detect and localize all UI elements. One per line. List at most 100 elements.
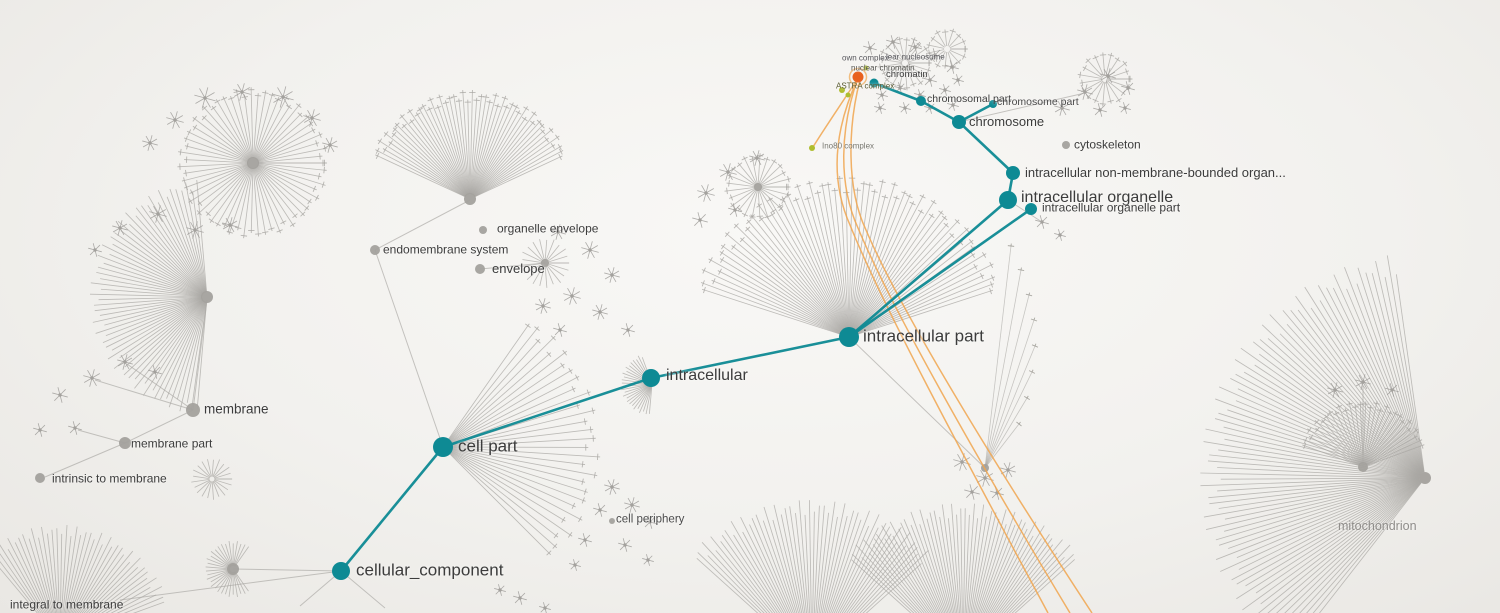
label-intracellular-organelle-part[interactable]: intracellular organelle part: [1042, 200, 1181, 215]
label-own-complex[interactable]: own complex: [842, 53, 889, 63]
star-center-dot: [118, 226, 122, 230]
leaf-tick: [550, 128, 554, 131]
label-cell-part[interactable]: cell part: [458, 436, 518, 456]
graph-node-gray[interactable]: [479, 226, 487, 234]
graph-node-gray[interactable]: [247, 157, 259, 169]
fan-spoke: [1215, 479, 1420, 560]
graph-node-gray[interactable]: [609, 518, 615, 524]
graph-node-gray[interactable]: [754, 183, 762, 191]
leaf-tick: [548, 352, 552, 355]
fan-spoke: [854, 235, 953, 332]
leaf-tick: [923, 75, 927, 78]
leaf-tick: [563, 519, 566, 522]
graph-node-gray[interactable]: [475, 264, 485, 274]
fan-spoke: [1318, 482, 1422, 613]
label-intracellular-organelle[interactable]: intracellular organelle: [1021, 189, 1174, 207]
leaf-tick: [1034, 343, 1037, 347]
complex-node-green[interactable]: [839, 87, 845, 93]
fan-spoke: [471, 107, 507, 195]
graph-node-gray[interactable]: [119, 437, 131, 449]
label-cellular-component[interactable]: cellular_component: [356, 560, 504, 580]
graph-node-teal[interactable]: [1025, 203, 1037, 215]
highlight-edge-teal: [920, 99, 960, 124]
label-intracellular-part[interactable]: intracellular part: [863, 326, 984, 346]
label-intracellular-non-membrane-bounded-organelle[interactable]: intracellular non-membrane-bounded organ…: [1025, 164, 1286, 180]
complex-node-green[interactable]: [809, 145, 815, 151]
leaf-tick: [309, 201, 312, 204]
fan-spoke: [947, 31, 954, 47]
leaf-tick: [1406, 426, 1411, 433]
fan-spoke: [1214, 418, 1420, 477]
label-cytoskeleton[interactable]: cytoskeleton: [1074, 137, 1141, 152]
leaf-tick: [438, 94, 441, 98]
label-envelope[interactable]: envelope: [492, 260, 545, 276]
graph-node-teal[interactable]: [989, 100, 997, 108]
complex-node-green[interactable]: [845, 92, 851, 98]
fan-spoke: [929, 49, 945, 54]
graph-node-gray[interactable]: [1358, 462, 1368, 472]
graph-node-teal[interactable]: [332, 562, 350, 580]
graph-node-teal[interactable]: [869, 78, 879, 88]
fan-spoke: [411, 121, 468, 196]
graph-node-gray[interactable]: [464, 193, 476, 205]
label-chromosome[interactable]: chromosome: [969, 113, 1045, 129]
star-center-dot: [310, 116, 314, 120]
fan-spoke: [532, 265, 544, 285]
leaf-tick: [773, 159, 776, 162]
label-mitochondrion[interactable]: mitochondrion: [1338, 519, 1417, 534]
fan-spoke: [929, 512, 953, 613]
graph-node-teal[interactable]: [1006, 166, 1020, 180]
chain-spoke: [984, 294, 1030, 469]
label-membrane-part[interactable]: membrane part: [131, 436, 213, 451]
graph-node-teal[interactable]: [952, 115, 966, 129]
graph-node-gray[interactable]: [35, 473, 45, 483]
label-organelle-envelope[interactable]: organelle envelope: [497, 221, 599, 236]
fan-spoke: [1317, 285, 1423, 473]
fan-spoke: [632, 385, 651, 406]
graph-node-teal[interactable]: [433, 437, 453, 457]
label-chromosomal-part[interactable]: chromosomal part: [927, 93, 1012, 106]
fan-spoke: [254, 99, 279, 159]
label-endomembrane-system[interactable]: endomembrane system: [383, 242, 509, 257]
label-nuclear-chromatin[interactable]: nuclear chromatin: [851, 63, 915, 73]
label-ino80-complex[interactable]: Ino80 complex: [822, 141, 875, 151]
fan-spoke: [396, 124, 467, 196]
label-chromatin[interactable]: chromatin: [886, 68, 928, 80]
fan-spoke: [194, 479, 210, 488]
graph-node-gray[interactable]: [541, 259, 549, 267]
fan-spoke: [545, 265, 554, 285]
label-chromosome-part[interactable]: chromosome part: [997, 96, 1079, 109]
fan-spoke: [85, 557, 141, 613]
graph-node-gray[interactable]: [370, 245, 380, 255]
focus-node-orange[interactable]: [852, 71, 864, 83]
fan-spoke: [449, 450, 581, 520]
graph-node-gray[interactable]: [201, 291, 213, 303]
label-intrinsic-to-membrane[interactable]: intrinsic to membrane: [52, 471, 167, 486]
graph-node-gray[interactable]: [1062, 141, 1070, 149]
fan-spoke: [254, 97, 287, 159]
leaf-tick: [437, 104, 439, 108]
leaf-tick: [746, 219, 750, 222]
graph-node-teal[interactable]: [999, 191, 1017, 209]
fan-spoke: [826, 512, 859, 613]
fan-spoke: [112, 243, 203, 295]
label-astra-complex[interactable]: ASTRA complex: [836, 81, 895, 91]
graph-node-teal[interactable]: [916, 96, 926, 106]
gray-edge: [958, 92, 1086, 123]
label-integral-to-membrane[interactable]: integral to membrane: [10, 597, 124, 612]
label-intracellular[interactable]: intracellular: [666, 367, 748, 385]
graph-node-gray[interactable]: [186, 403, 200, 417]
leaf-tick: [408, 109, 411, 112]
graph-node-gray[interactable]: [227, 563, 239, 575]
fan-spoke: [1366, 445, 1423, 467]
label-nuclear-nucleosome[interactable]: lear nucleosome: [886, 52, 945, 62]
graph-node-teal[interactable]: [839, 327, 859, 347]
star-spoke: [195, 97, 206, 104]
graph-node-teal[interactable]: [642, 369, 660, 387]
label-membrane[interactable]: membrane: [204, 401, 269, 417]
graph-node-gray[interactable]: [1419, 472, 1431, 484]
label-cell-periphery[interactable]: cell periphery: [616, 513, 685, 526]
complex-node-green[interactable]: [863, 65, 869, 71]
